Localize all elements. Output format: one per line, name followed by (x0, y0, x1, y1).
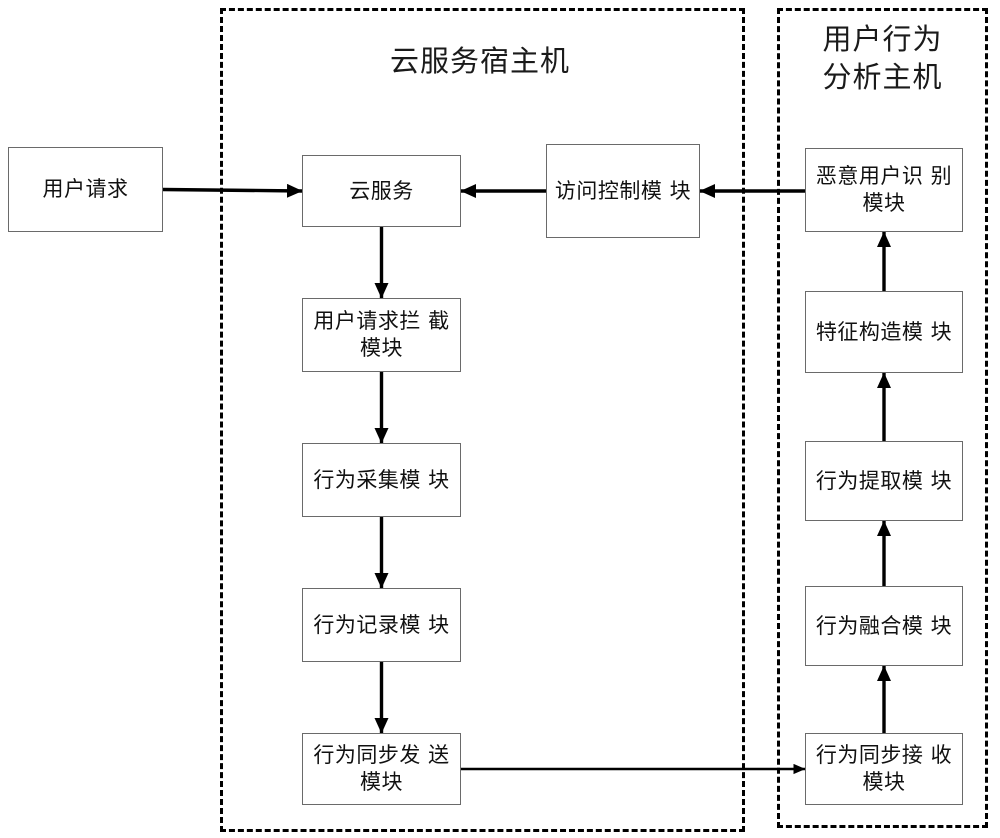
node-label: 行为融合模 块 (815, 613, 953, 638)
node-user-request[interactable]: 用户请求 (8, 147, 163, 232)
node-label: 特征构造模 块 (815, 319, 953, 344)
node-behavior-sync-send-module[interactable]: 行为同步发 送模块 (302, 733, 461, 805)
node-label: 用户请求 (42, 177, 129, 202)
node-behavior-fusion-module[interactable]: 行为融合模 块 (805, 586, 963, 666)
node-behavior-sync-receive-module[interactable]: 行为同步接 收模块 (805, 733, 963, 805)
node-label: 恶意用户识 别模块 (815, 164, 953, 215)
node-label: 行为同步发 送模块 (313, 743, 450, 794)
node-feature-construction-module[interactable]: 特征构造模 块 (805, 291, 963, 373)
node-malicious-user-identification-module[interactable]: 恶意用户识 别模块 (805, 148, 963, 232)
node-behavior-collection-module[interactable]: 行为采集模 块 (302, 443, 461, 517)
panel-title-analysis-host: 用户行为 分析主机 (822, 22, 943, 95)
node-access-control-module[interactable]: 访问控制模 块 (546, 144, 700, 238)
node-behavior-extraction-module[interactable]: 行为提取模 块 (805, 441, 963, 521)
node-user-request-interception-module[interactable]: 用户请求拦 截模块 (302, 298, 461, 372)
node-label: 用户请求拦 截模块 (313, 309, 450, 360)
node-label: 行为同步接 收模块 (815, 743, 953, 794)
node-label: 行为提取模 块 (815, 468, 953, 493)
panel-analysis-host (777, 8, 988, 828)
node-label: 行为记录模 块 (313, 612, 450, 637)
node-label: 访问控制模 块 (554, 178, 692, 203)
node-label: 行为采集模 块 (313, 467, 450, 492)
node-label: 云服务 (349, 178, 414, 203)
node-cloud-service[interactable]: 云服务 (302, 155, 461, 227)
node-behavior-record-module[interactable]: 行为记录模 块 (302, 588, 461, 662)
panel-cloud-host (220, 8, 745, 832)
panel-title-cloud-host: 云服务宿主机 (389, 44, 570, 78)
